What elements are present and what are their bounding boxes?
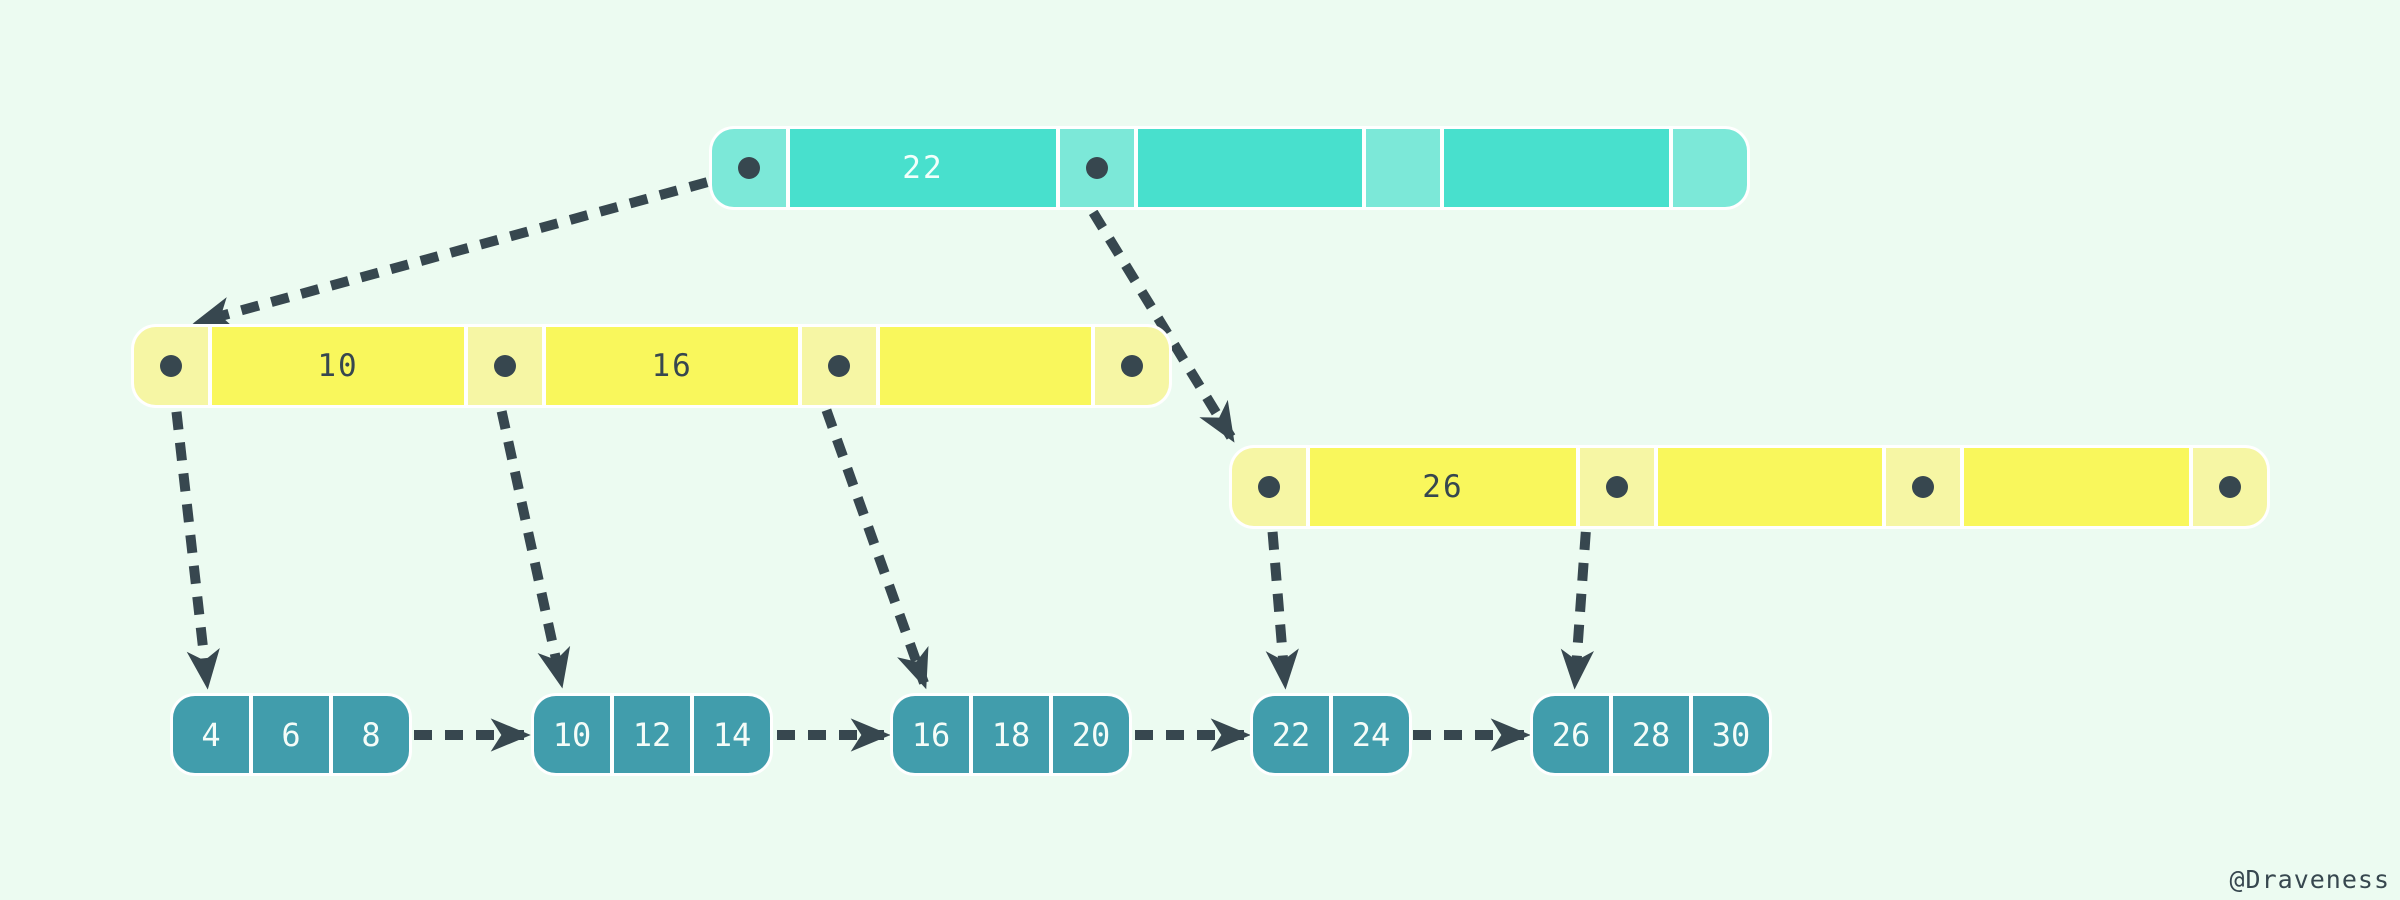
root-pointer-3 bbox=[1366, 129, 1441, 207]
pointer-dot-icon bbox=[1912, 476, 1935, 498]
internal-left-pointer-3 bbox=[802, 327, 877, 405]
pointer-dot-icon bbox=[2219, 476, 2242, 498]
internal-left-pointer-4 bbox=[1095, 327, 1169, 405]
internal-node-left: 10 16 bbox=[134, 327, 1169, 405]
internal-right-key-2 bbox=[1657, 448, 1883, 526]
leaf-node-1: 4 6 8 bbox=[173, 696, 409, 773]
internal-right-pointer-2 bbox=[1579, 448, 1654, 526]
leaf-value-cell: 28 bbox=[1613, 696, 1689, 773]
arrow-internal-left-p3-to-leaf-3 bbox=[811, 379, 929, 690]
root-key-2 bbox=[1137, 129, 1363, 207]
leaf-value-cell: 10 bbox=[534, 696, 610, 773]
pointer-dot-icon bbox=[1085, 157, 1108, 179]
arrow-internal-left-p2-to-leaf-2 bbox=[490, 379, 571, 689]
internal-right-pointer-3 bbox=[1886, 448, 1961, 526]
leaf-value-cell: 18 bbox=[973, 696, 1049, 773]
root-key-3 bbox=[1444, 129, 1670, 207]
pointer-dot-icon bbox=[1605, 476, 1628, 498]
arrow-internal-left-p1-to-leaf-1 bbox=[168, 380, 220, 690]
pointer-dot-icon bbox=[828, 355, 851, 377]
pointer-dot-icon bbox=[738, 157, 760, 179]
pointer-dot-icon bbox=[494, 355, 517, 377]
internal-right-pointer-1 bbox=[1232, 448, 1306, 526]
root-key-1: 22 bbox=[790, 129, 1056, 207]
pointer-dot-icon bbox=[160, 355, 182, 377]
internal-left-pointer-1 bbox=[134, 327, 208, 405]
leaf-value-cell: 22 bbox=[1253, 696, 1329, 773]
leaf-node-5: 26 28 30 bbox=[1533, 696, 1769, 773]
pointer-dot-icon bbox=[1258, 476, 1280, 498]
internal-left-key-2: 16 bbox=[546, 327, 799, 405]
leaf-value-cell: 14 bbox=[694, 696, 770, 773]
watermark: @Draveness bbox=[2229, 865, 2390, 894]
internal-left-pointer-2 bbox=[468, 327, 543, 405]
leaf-value-cell: 24 bbox=[1333, 696, 1409, 773]
internal-left-key-3 bbox=[880, 327, 1091, 405]
internal-right-key-3 bbox=[1964, 448, 2190, 526]
root-node: 22 bbox=[712, 129, 1747, 207]
arrow-internal-right-p1-to-leaf-4 bbox=[1265, 500, 1299, 690]
leaf-value-cell: 30 bbox=[1693, 696, 1769, 773]
leaf-value-cell: 26 bbox=[1533, 696, 1609, 773]
leaf-value-cell: 6 bbox=[253, 696, 329, 773]
pointer-dot-icon bbox=[1121, 355, 1143, 377]
arrow-root-p1-to-internal-left bbox=[192, 169, 739, 330]
leaf-node-4: 22 24 bbox=[1253, 696, 1409, 773]
root-pointer-1 bbox=[712, 129, 786, 207]
internal-node-right: 26 bbox=[1232, 448, 2267, 526]
leaf-value-cell: 12 bbox=[614, 696, 690, 773]
internal-right-pointer-4 bbox=[2193, 448, 2267, 526]
leaf-value-cell: 20 bbox=[1053, 696, 1129, 773]
arrow-internal-right-p2-to-leaf-5 bbox=[1560, 500, 1594, 690]
leaf-value-cell: 4 bbox=[173, 696, 249, 773]
leaf-node-3: 16 18 20 bbox=[893, 696, 1129, 773]
root-pointer-4 bbox=[1673, 129, 1747, 207]
leaf-value-cell: 8 bbox=[333, 696, 409, 773]
root-pointer-2 bbox=[1059, 129, 1134, 207]
internal-right-key-1: 26 bbox=[1310, 448, 1576, 526]
leaf-node-2: 10 12 14 bbox=[534, 696, 770, 773]
leaf-value-cell: 16 bbox=[893, 696, 969, 773]
internal-left-key-1: 10 bbox=[212, 327, 465, 405]
